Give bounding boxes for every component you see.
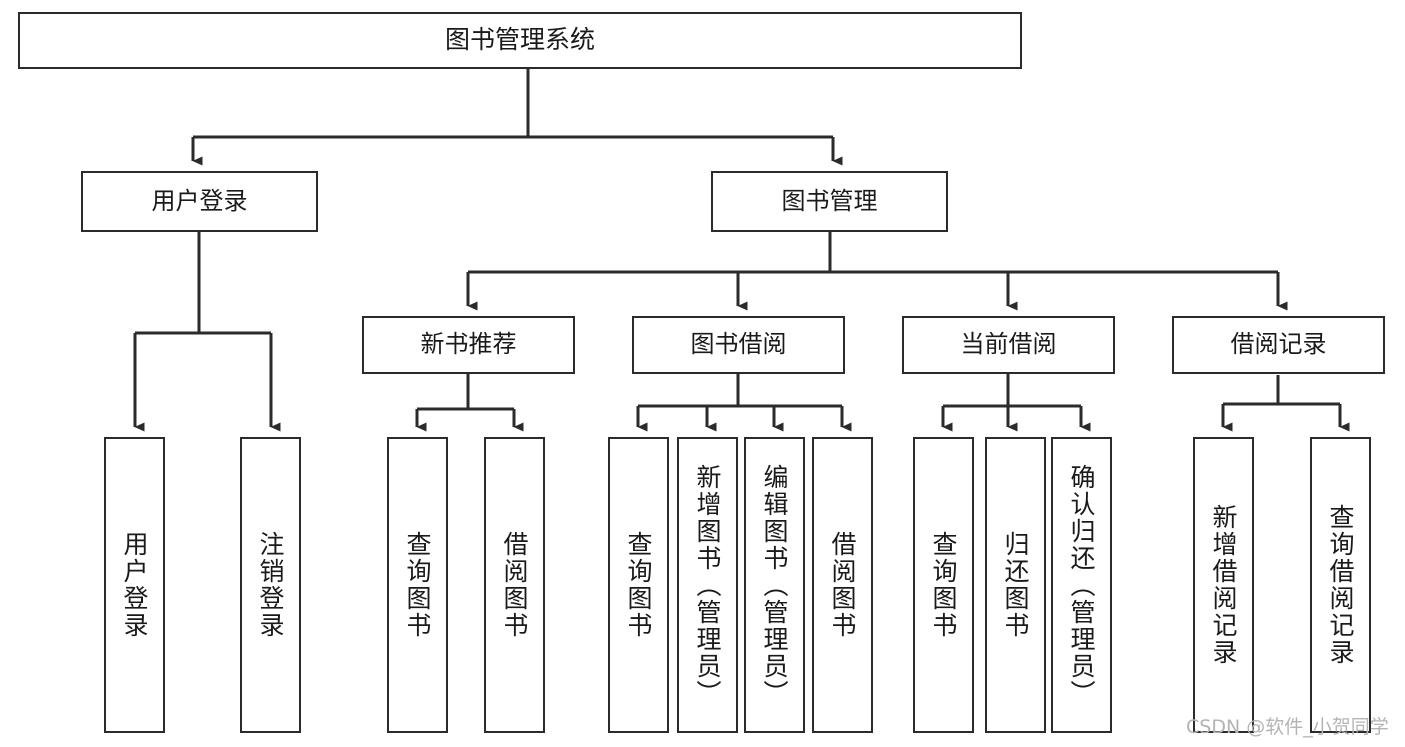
leaf-query-book-current[interactable]: 查询图书 [913,437,974,733]
node-root[interactable]: 图书管理系统 [18,12,1022,69]
leaf-borrow-book-recommend[interactable]: 借阅图书 [484,437,545,733]
node-user-login[interactable]: 用户登录 [81,171,318,232]
leaf-query-book-recommend[interactable]: 查询图书 [387,437,448,733]
leaf-edit-book-label: 编辑图书（管理员） [760,463,789,707]
leaf-query-book-borrow-label: 查询图书 [624,531,653,639]
watermark: CSDN @软件_小贺同学 [1186,716,1389,738]
leaf-add-borrow-record-label: 新增借阅记录 [1209,504,1238,666]
leaf-query-borrow-record[interactable]: 查询借阅记录 [1310,437,1371,733]
node-book-manage[interactable]: 图书管理 [711,171,948,232]
leaf-borrow-book-recommend-label: 借阅图书 [500,531,529,639]
leaf-return-book-label: 归还图书 [1001,531,1030,639]
node-book-borrow-label: 图书借阅 [690,330,787,359]
node-borrow-record[interactable]: 借阅记录 [1172,316,1385,374]
leaf-query-book-recommend-label: 查询图书 [403,531,432,639]
leaf-query-borrow-record-label: 查询借阅记录 [1326,504,1355,666]
node-new-book-recommend-label: 新书推荐 [420,330,517,359]
leaf-user-login[interactable]: 用户登录 [104,437,165,733]
leaf-logout-login[interactable]: 注销登录 [240,437,301,733]
leaf-logout-login-label: 注销登录 [256,531,285,639]
leaf-query-book-current-label: 查询图书 [929,531,958,639]
leaf-user-login-label: 用户登录 [120,531,149,639]
node-new-book-recommend[interactable]: 新书推荐 [362,316,575,374]
node-book-borrow[interactable]: 图书借阅 [632,316,845,374]
leaf-confirm-return-label: 确认归还（管理员） [1067,463,1096,707]
leaf-borrow-book[interactable]: 借阅图书 [812,437,873,733]
node-current-borrow-label: 当前借阅 [960,330,1057,359]
node-borrow-record-label: 借阅记录 [1230,330,1327,359]
leaf-add-book-label: 新增图书（管理员） [693,463,722,707]
leaf-add-borrow-record[interactable]: 新增借阅记录 [1193,437,1254,733]
leaf-edit-book[interactable]: 编辑图书（管理员） [744,437,805,733]
leaf-query-book-borrow[interactable]: 查询图书 [608,437,669,733]
node-book-manage-label: 图书管理 [781,186,878,215]
leaf-add-book[interactable]: 新增图书（管理员） [677,437,738,733]
node-user-login-label: 用户登录 [151,186,248,215]
leaf-borrow-book-label: 借阅图书 [828,531,857,639]
node-root-label: 图书管理系统 [444,25,595,55]
leaf-confirm-return[interactable]: 确认归还（管理员） [1051,437,1112,733]
leaf-return-book[interactable]: 归还图书 [985,437,1046,733]
node-current-borrow[interactable]: 当前借阅 [902,316,1115,374]
